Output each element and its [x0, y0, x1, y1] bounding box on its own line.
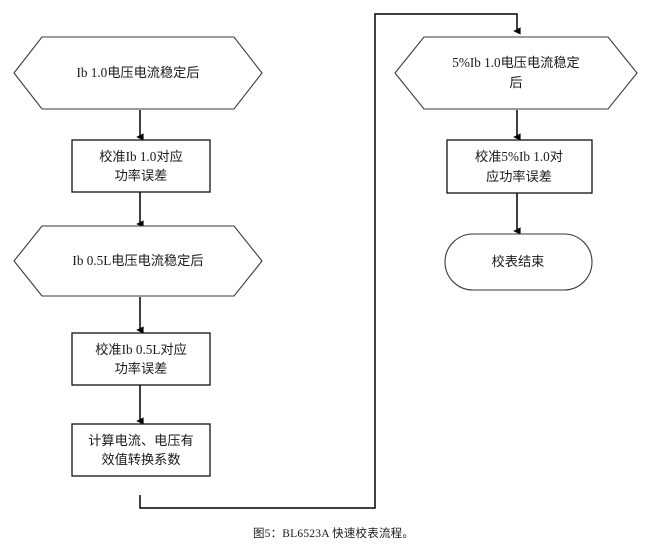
hexagon-shape [13, 225, 263, 297]
process-shape [71, 423, 211, 477]
node-5pct-ib10-stable[interactable]: 5%Ib 1.0电压电流稳定 后 [394, 36, 638, 110]
node-ib05l-stable-label: Ib 0.5L电压电流稳定后 [72, 253, 203, 268]
node-calib-5pct-ib10-power-error[interactable]: 校准5%Ib 1.0对 应功率误差 [446, 139, 593, 194]
node-calib-5pct-ib10-power-error-line2: 应功率误差 [486, 168, 552, 184]
node-calib-ib10-power-error[interactable]: 校准Ib 1.0对应 功率误差 [71, 139, 211, 193]
node-compute-rms-coefficients-line1: 计算电流、电压有 [88, 433, 194, 448]
node-calib-5pct-ib10-power-error-line1: 校准5%Ib 1.0对 [475, 148, 563, 164]
node-calib-ib10-power-error-line1: 校准Ib 1.0对应 [99, 148, 183, 164]
node-compute-rms-coefficients-line2: 效值转换系数 [101, 452, 180, 467]
node-5pct-ib10-stable-line2: 后 [509, 75, 522, 90]
node-calib-ib05l-power-error-line2: 功率误差 [115, 360, 168, 376]
process-shape [71, 139, 211, 193]
terminator-shape [444, 233, 593, 291]
process-shape [446, 139, 593, 194]
connector-layer [136, 13, 521, 509]
node-ib10-stable[interactable]: Ib 1.0电压电流稳定后 [13, 36, 263, 110]
node-ib05l-stable[interactable]: Ib 0.5L电压电流稳定后 [13, 225, 263, 297]
node-compute-rms-coefficients[interactable]: 计算电流、电压有 效值转换系数 [71, 423, 211, 477]
node-calibration-end-label: 校表结束 [492, 253, 545, 269]
node-ib10-stable-label: Ib 1.0电压电流稳定后 [76, 65, 199, 80]
edge-node5-to-node6 [139, 13, 521, 509]
hexagon-shape [13, 36, 263, 110]
process-shape [71, 332, 211, 386]
node-calib-ib10-power-error-line2: 功率误差 [115, 167, 168, 183]
hexagon-shape [394, 36, 638, 110]
node-calibration-end[interactable]: 校表结束 [444, 233, 593, 291]
node-calib-ib05l-power-error[interactable]: 校准Ib 0.5L对应 功率误差 [71, 332, 211, 386]
node-calib-ib05l-power-error-line1: 校准Ib 0.5L对应 [95, 341, 187, 357]
figure-caption: 图5：BL6523A 快速校表流程。 [252, 528, 415, 540]
node-5pct-ib10-stable-line1: 5%Ib 1.0电压电流稳定 [452, 55, 579, 70]
